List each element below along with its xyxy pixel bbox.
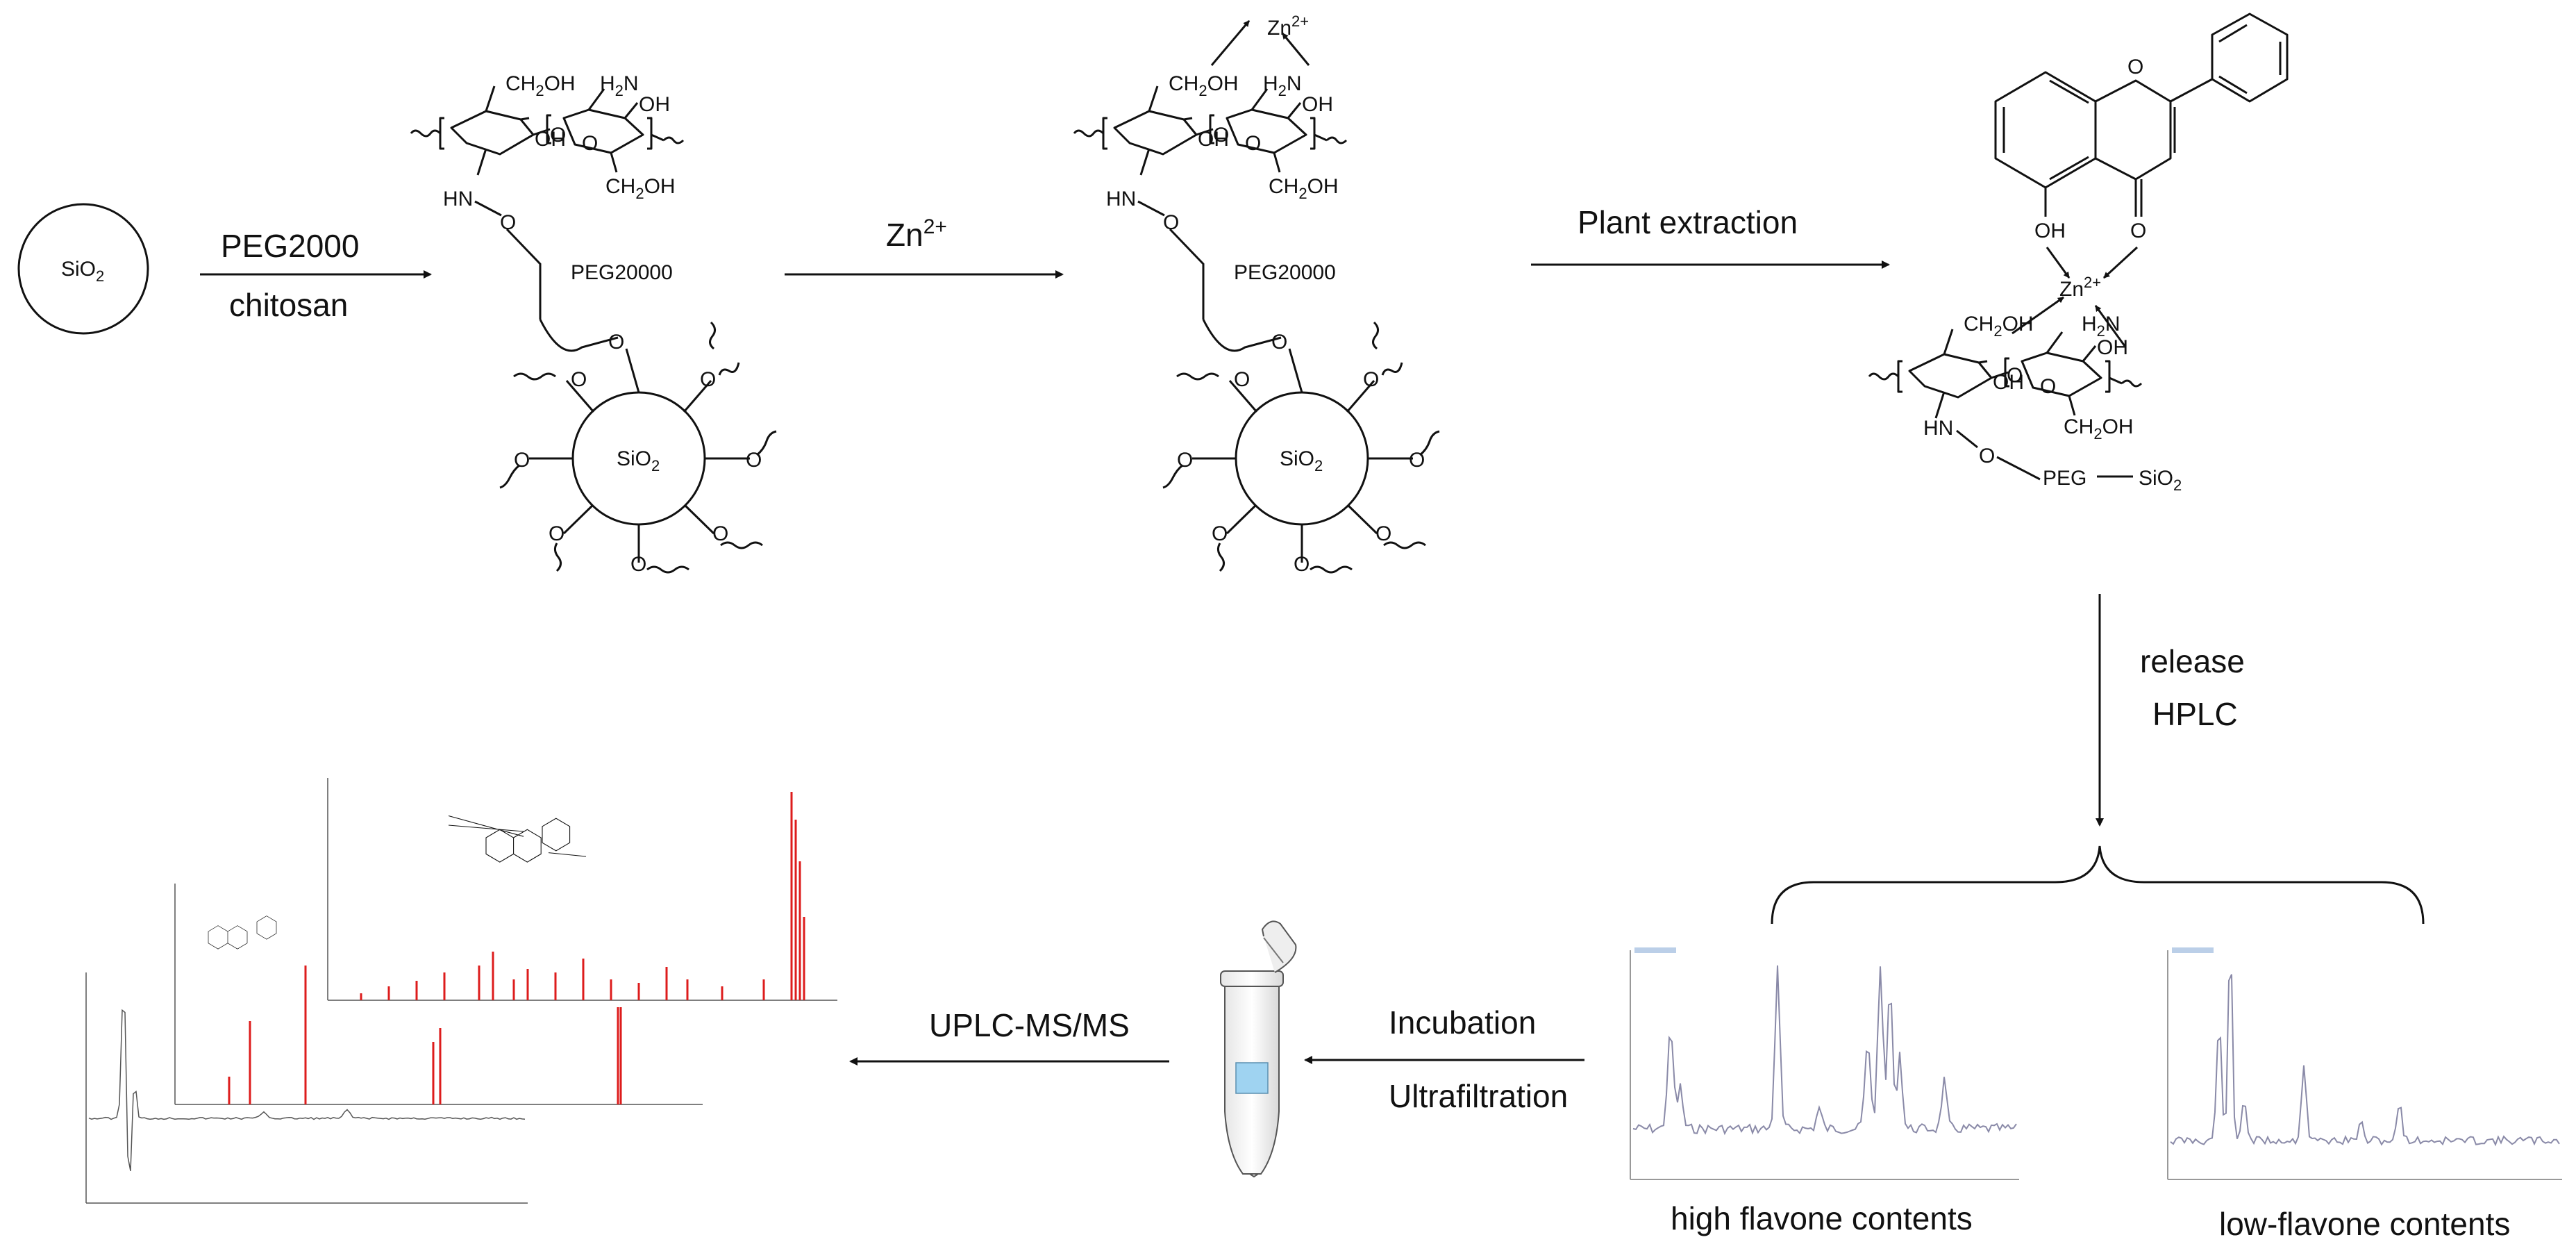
chitosan-peg-sio2-structure: O CH2OH H2N OH OH CH2OH O HN O O PEG2000… [410,72,777,576]
svg-text:O: O [608,331,624,354]
svg-text:HN: HN [1923,417,1953,440]
svg-text:O: O [2040,375,2056,398]
svg-text:O: O [1245,132,1261,155]
ultrafiltration-label: Ultrafiltration [1389,1078,1568,1114]
svg-text:OH: OH [1302,93,1333,116]
svg-text:O: O [1234,368,1250,391]
svg-text:O: O [1177,449,1193,472]
svg-text:SiO2: SiO2 [61,258,104,285]
svg-text:H2N: H2N [2082,313,2121,340]
flavone-complex-structure: O OH O Zn2+ O CH2OH H2N OH OH CH2OH O HN [1868,13,2289,494]
chitosan-label: chitosan [229,287,348,323]
svg-text:O: O [1375,522,1391,545]
step-arrow-zinc: Zn2+ [785,215,1064,279]
svg-text:O: O [1979,445,1995,467]
svg-text:O: O [1213,124,1229,147]
step-arrow-uplc: UPLC-MS/MS [849,1007,1169,1066]
step-arrow-incubation: Incubation Ultrafiltration [1304,1004,1584,1114]
svg-text:O: O [712,522,728,545]
svg-text:O: O [500,211,516,234]
svg-text:SiO2: SiO2 [1280,447,1323,474]
svg-text:H2N: H2N [1263,72,1302,99]
plant-extraction-label: Plant extraction [1578,204,1798,240]
step-arrow-plant-extraction: Plant extraction [1531,204,1890,269]
ms-spectrum-upper [314,771,842,1007]
svg-text:O: O [1409,449,1425,472]
svg-text:CH2OH: CH2OH [505,72,576,99]
svg-text:O: O [571,368,587,391]
svg-text:O: O [1163,211,1179,234]
hplc-label: HPLC [2152,696,2238,732]
svg-text:O: O [1294,553,1310,576]
svg-text:Zn2+: Zn2+ [2059,274,2101,301]
sio2-particle: SiO2 [17,203,149,335]
grouping-brace [1771,845,2425,925]
release-label: release [2140,643,2245,679]
svg-text:O: O [700,368,716,391]
svg-text:OH: OH [1198,128,1229,151]
high-flavone-label: high flavone contents [1671,1200,1973,1236]
peg2000-label: PEG2000 [221,228,359,264]
svg-text:H2N: H2N [600,72,639,99]
svg-text:O: O [2127,56,2143,78]
svg-text:OH: OH [535,128,566,151]
svg-text:PEG: PEG [2043,467,2086,490]
svg-text:O: O [582,132,598,155]
svg-text:O: O [1212,522,1228,545]
step-arrow-peg-chitosan: PEG2000 chitosan [200,228,432,323]
svg-text:PEG20000: PEG20000 [1234,261,1336,284]
svg-text:O: O [2130,219,2146,242]
svg-text:OH: OH [1993,371,2024,394]
svg-text:O: O [1271,331,1287,354]
svg-text:O: O [630,553,646,576]
hplc-chromatogram-high [1630,947,2019,1180]
svg-text:CH2OH: CH2OH [1169,72,1239,99]
svg-text:CH2OH: CH2OH [605,175,676,202]
svg-text:OH: OH [639,93,670,116]
zinc-chelated-structure: O CH2OH H2N OH OH CH2OH O HN Zn2+ O O PE… [1073,13,1440,576]
hplc-chromatogram-low [2167,947,2562,1180]
svg-text:CH2OH: CH2OH [1269,175,1339,202]
svg-text:OH: OH [2034,219,2066,242]
svg-text:CH2OH: CH2OH [2064,415,2134,442]
svg-text:O: O [550,124,566,147]
svg-text:O: O [549,522,564,545]
step-arrow-release-hplc: release HPLC [2096,594,2245,827]
incubation-label: Incubation [1389,1004,1536,1041]
svg-text:CH2OH: CH2OH [1964,313,2034,340]
ultrafiltration-tube-icon [1220,920,1297,1178]
svg-text:Zn2+: Zn2+ [1267,13,1309,40]
low-flavone-label: low-flavone contents [2219,1206,2510,1242]
uplc-label: UPLC-MS/MS [929,1007,1130,1043]
svg-text:SiO2: SiO2 [617,447,660,474]
svg-text:HN: HN [1106,188,1136,210]
svg-text:OH: OH [2097,336,2128,359]
svg-text:O: O [514,449,530,472]
svg-text:O: O [1363,368,1379,391]
svg-text:PEG20000: PEG20000 [571,261,673,284]
svg-text:HN: HN [443,188,473,210]
svg-text:O: O [2007,364,2023,387]
svg-text:Zn2+: Zn2+ [886,215,947,253]
svg-text:O: O [746,449,762,472]
svg-text:SiO2: SiO2 [2139,467,2182,494]
